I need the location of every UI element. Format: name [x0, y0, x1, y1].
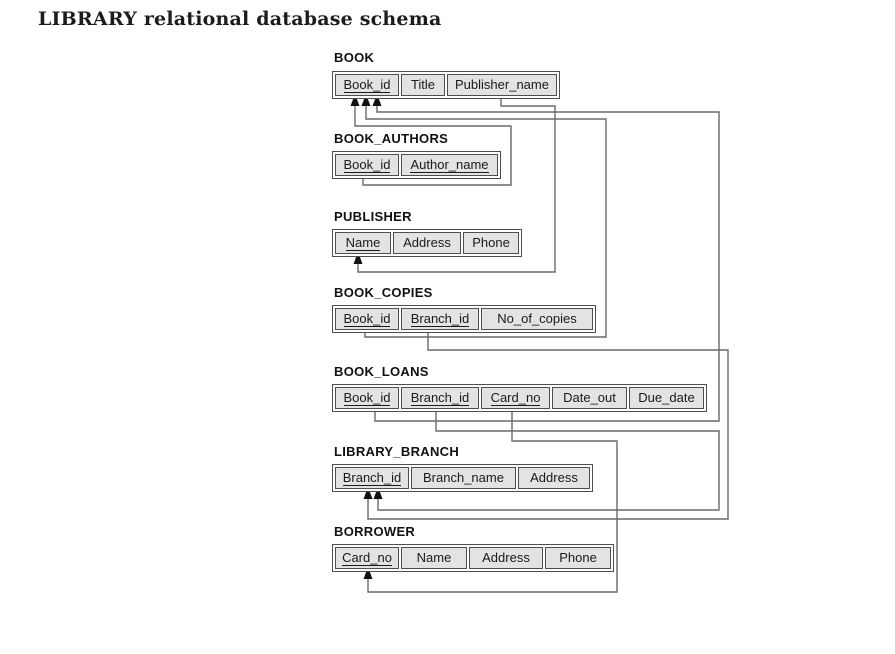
fk-line-book_loans-branch_id-to-library_branch — [373, 408, 720, 511]
fk-line-book_copies-branch_id-to-library_branch — [363, 329, 729, 520]
field-borrower-card_no: Card_no — [335, 547, 399, 569]
field-book-book_id: Book_id — [335, 74, 399, 96]
field-library_branch-branch_name: Branch_name — [411, 467, 516, 489]
table-name-publisher: PUBLISHER — [334, 209, 412, 224]
field-borrower-name: Name — [401, 547, 467, 569]
table-library_branch: Branch_id Branch_name Address — [332, 464, 593, 492]
field-book_loans-due_date: Due_date — [629, 387, 704, 409]
field-publisher-name: Name — [335, 232, 391, 254]
field-book_loans-book_id: Book_id — [335, 387, 399, 409]
field-book_authors-author_name: Author_name — [401, 154, 498, 176]
fk-line-book-publisher_name-to-publisher — [353, 95, 556, 273]
table-book: Book_id Title Publisher_name — [332, 71, 560, 99]
table-book_loans: Book_id Branch_id Card_no Date_out Due_d… — [332, 384, 707, 412]
field-library_branch-branch_id: Branch_id — [335, 467, 409, 489]
table-name-book_authors: BOOK_AUTHORS — [334, 131, 449, 146]
field-book-title: Title — [401, 74, 445, 96]
table-name-library_branch: LIBRARY_BRANCH — [334, 444, 460, 459]
fk-line-book_authors-book_id-to-book — [350, 94, 512, 186]
field-borrower-phone: Phone — [545, 547, 611, 569]
table-name-book_loans: BOOK_LOANS — [334, 364, 429, 379]
table-name-book_copies: BOOK_COPIES — [334, 285, 433, 300]
field-book-publisher_name: Publisher_name — [447, 74, 557, 96]
field-book_loans-date_out: Date_out — [552, 387, 627, 409]
fk-line-book_loans-card_no-to-borrower — [363, 408, 618, 593]
field-borrower-address: Address — [469, 547, 543, 569]
diagram-title: LIBRARY relational database schema — [38, 8, 442, 30]
table-name-borrower: BORROWER — [334, 524, 416, 539]
field-book_copies-no_of_copies: No_of_copies — [481, 308, 593, 330]
field-publisher-phone: Phone — [463, 232, 519, 254]
table-publisher: Name Address Phone — [332, 229, 522, 257]
fk-line-book_copies-book_id-to-book — [361, 94, 607, 338]
table-book_authors: Book_id Author_name — [332, 151, 501, 179]
field-book_copies-branch_id: Branch_id — [401, 308, 479, 330]
table-book_copies: Book_id Branch_id No_of_copies — [332, 305, 596, 333]
field-book_loans-branch_id: Branch_id — [401, 387, 479, 409]
field-library_branch-address: Address — [518, 467, 590, 489]
field-book_loans-card_no: Card_no — [481, 387, 550, 409]
field-book_copies-book_id: Book_id — [335, 308, 399, 330]
table-borrower: Card_no Name Address Phone — [332, 544, 614, 572]
field-publisher-address: Address — [393, 232, 461, 254]
field-book_authors-book_id: Book_id — [335, 154, 399, 176]
table-name-book: BOOK — [334, 50, 375, 65]
fk-line-book_loans-book_id-to-book — [372, 94, 720, 422]
